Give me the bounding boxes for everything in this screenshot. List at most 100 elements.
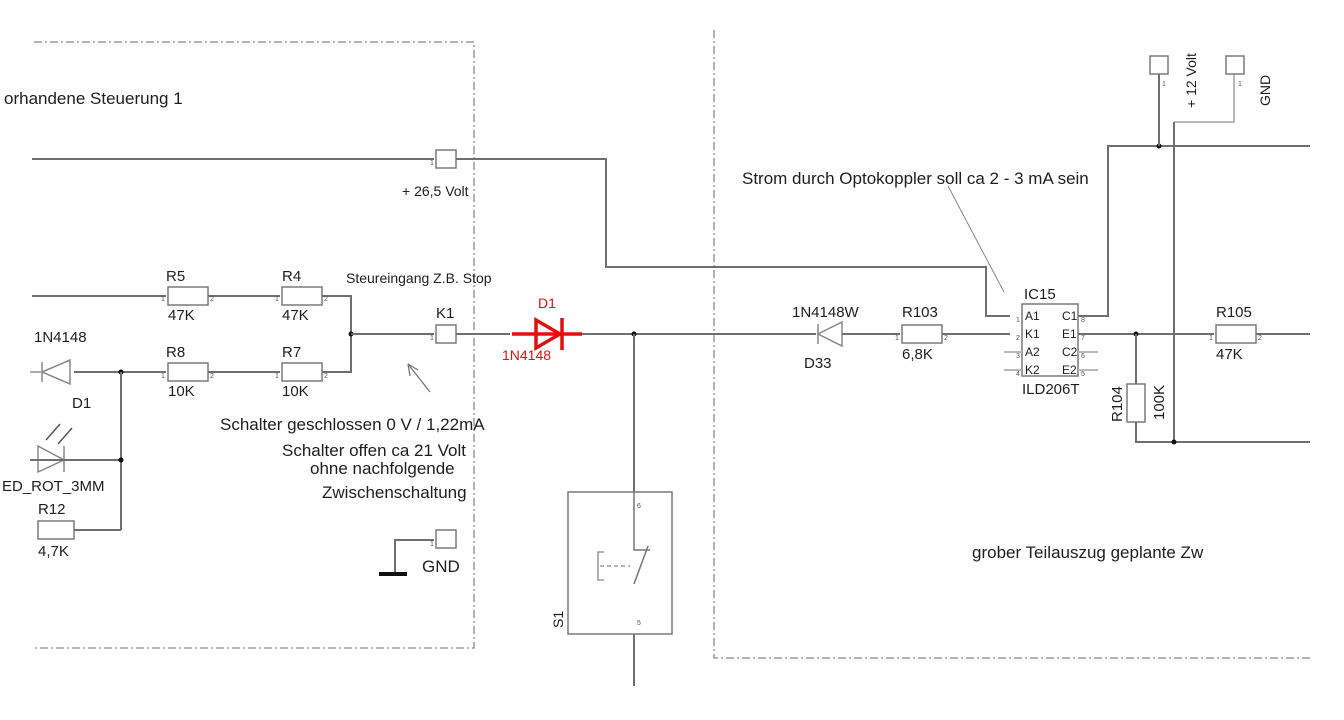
left-section-title: orhandene Steuerung 1 [4, 89, 183, 108]
annotation-closed: Schalter geschlossen 0 V / 1,22mA [220, 415, 485, 434]
switch-s1-box[interactable] [567, 491, 673, 635]
d1-left-part: 1N4148 [34, 329, 87, 346]
r12-value: 4,7K [38, 543, 69, 560]
red-diode-ref: D1 [538, 295, 556, 311]
pin-number: 2 [1258, 335, 1262, 342]
resistor-r105[interactable] [1215, 324, 1257, 344]
resistor-r12[interactable] [37, 520, 75, 540]
pin-number: 1 [275, 296, 279, 303]
r4-value: 47K [282, 307, 309, 324]
ic-pin-c2: C2 [1062, 345, 1078, 359]
pin-number: 1 [430, 335, 434, 342]
diode-d1-left[interactable] [30, 358, 71, 386]
ic-pin-a2: A2 [1025, 345, 1040, 359]
terminal-k1[interactable] [435, 324, 457, 344]
s1-pin-bottom: 5 [637, 620, 641, 627]
opto-pointer-line [947, 185, 1005, 293]
terminal-12v-label: + 12 Volt [1183, 53, 1199, 108]
pin-number: 1 [275, 373, 279, 380]
r8-value: 10K [168, 383, 195, 400]
r103-ref: R103 [902, 304, 938, 321]
supply-to-opto-wire [456, 158, 1010, 317]
diode-d33[interactable] [816, 320, 843, 348]
right-section-frame [713, 30, 1312, 659]
pin-number: 8 [1081, 317, 1085, 324]
wire [1135, 422, 1310, 443]
ic-pin-k2: K2 [1025, 363, 1040, 377]
pin-number: 1 [161, 296, 165, 303]
switch-icon [597, 492, 650, 585]
terminal-26v[interactable] [435, 149, 457, 169]
wire [1174, 74, 1235, 123]
resistor-r8[interactable] [167, 362, 209, 382]
pin-number: 1 [1209, 335, 1213, 342]
gnd-left-label: GND [422, 557, 460, 576]
resistor-r4[interactable] [281, 286, 323, 306]
s1-pin-top: 6 [637, 503, 641, 510]
pin-number: 1 [895, 335, 899, 342]
d1-left-ref: D1 [72, 395, 91, 412]
ic-pin-c1: C1 [1062, 309, 1078, 323]
ic15-part: ILD206T [1022, 381, 1080, 398]
gnd-right-label: GND [1257, 75, 1273, 106]
d33-part: 1N4148W [792, 304, 860, 321]
junction [1171, 439, 1177, 445]
pin-number: 2 [210, 296, 214, 303]
ic15-optocoupler[interactable] [1021, 303, 1079, 377]
r105-value: 47K [1216, 346, 1243, 363]
pin-number: 2 [944, 335, 948, 342]
resistor-r5[interactable] [167, 286, 209, 306]
resistor-r103[interactable] [901, 324, 943, 344]
r8-ref: R8 [166, 344, 185, 361]
ic-pin-k1: K1 [1025, 327, 1040, 341]
pin-number: 2 [324, 373, 328, 380]
left-section-frame [34, 41, 475, 649]
r7-ref: R7 [282, 344, 301, 361]
pin-number: 4 [1016, 371, 1020, 378]
resistor-r104[interactable] [1126, 383, 1146, 423]
terminal-gnd-right[interactable] [1225, 55, 1245, 75]
led-part: ED_ROT_3MM [2, 478, 105, 495]
arrow-icon [407, 363, 431, 393]
pin-number: 5 [1081, 371, 1085, 378]
led-icon[interactable] [37, 423, 73, 474]
pin-number: 1 [161, 373, 165, 380]
pin-number: 1 [430, 541, 434, 548]
k1-label: K1 [436, 305, 454, 322]
pin-number: 2 [210, 373, 214, 380]
wire [394, 539, 434, 574]
pin-number: 1 [1016, 317, 1020, 324]
pin-number: 2 [1016, 335, 1020, 342]
r12-ref: R12 [38, 501, 66, 518]
junction [118, 457, 124, 463]
r5-value: 47K [168, 307, 195, 324]
r4-ref: R4 [282, 268, 301, 285]
r105-ref: R105 [1216, 304, 1252, 321]
pin-number: 6 [1081, 353, 1085, 360]
d33-ref: D33 [804, 355, 832, 372]
red-diode-part: 1N4148 [502, 347, 551, 363]
terminal-12v[interactable] [1149, 55, 1169, 75]
wire [1078, 145, 1310, 317]
diode-d1-highlighted[interactable] [512, 316, 582, 352]
pin-number: 1 [1238, 81, 1242, 88]
r5-ref: R5 [166, 268, 185, 285]
k1-note: Steureingang Z.B. Stop [346, 270, 492, 286]
r103-value: 6,8K [902, 346, 933, 363]
pin-number: 1 [430, 160, 434, 167]
pin-number: 1 [1162, 81, 1166, 88]
annotation-open-3: Zwischenschaltung [322, 483, 467, 502]
wire [322, 295, 352, 373]
resistor-r7[interactable] [281, 362, 323, 382]
r104-ref: R104 [1109, 386, 1126, 422]
pin-number: 3 [1016, 353, 1020, 360]
ic15-ref: IC15 [1024, 286, 1056, 303]
terminal-gnd-left[interactable] [435, 529, 457, 549]
annotation-open-1: Schalter offen ca 21 Volt [282, 441, 466, 460]
annotation-opto: Strom durch Optokoppler soll ca 2 - 3 mA… [742, 169, 1089, 188]
pin-number: 7 [1081, 335, 1085, 342]
r104-value: 100K [1151, 385, 1168, 420]
right-section-title: grober Teilauszug geplante Zw [972, 543, 1204, 562]
pin-number: 2 [324, 296, 328, 303]
